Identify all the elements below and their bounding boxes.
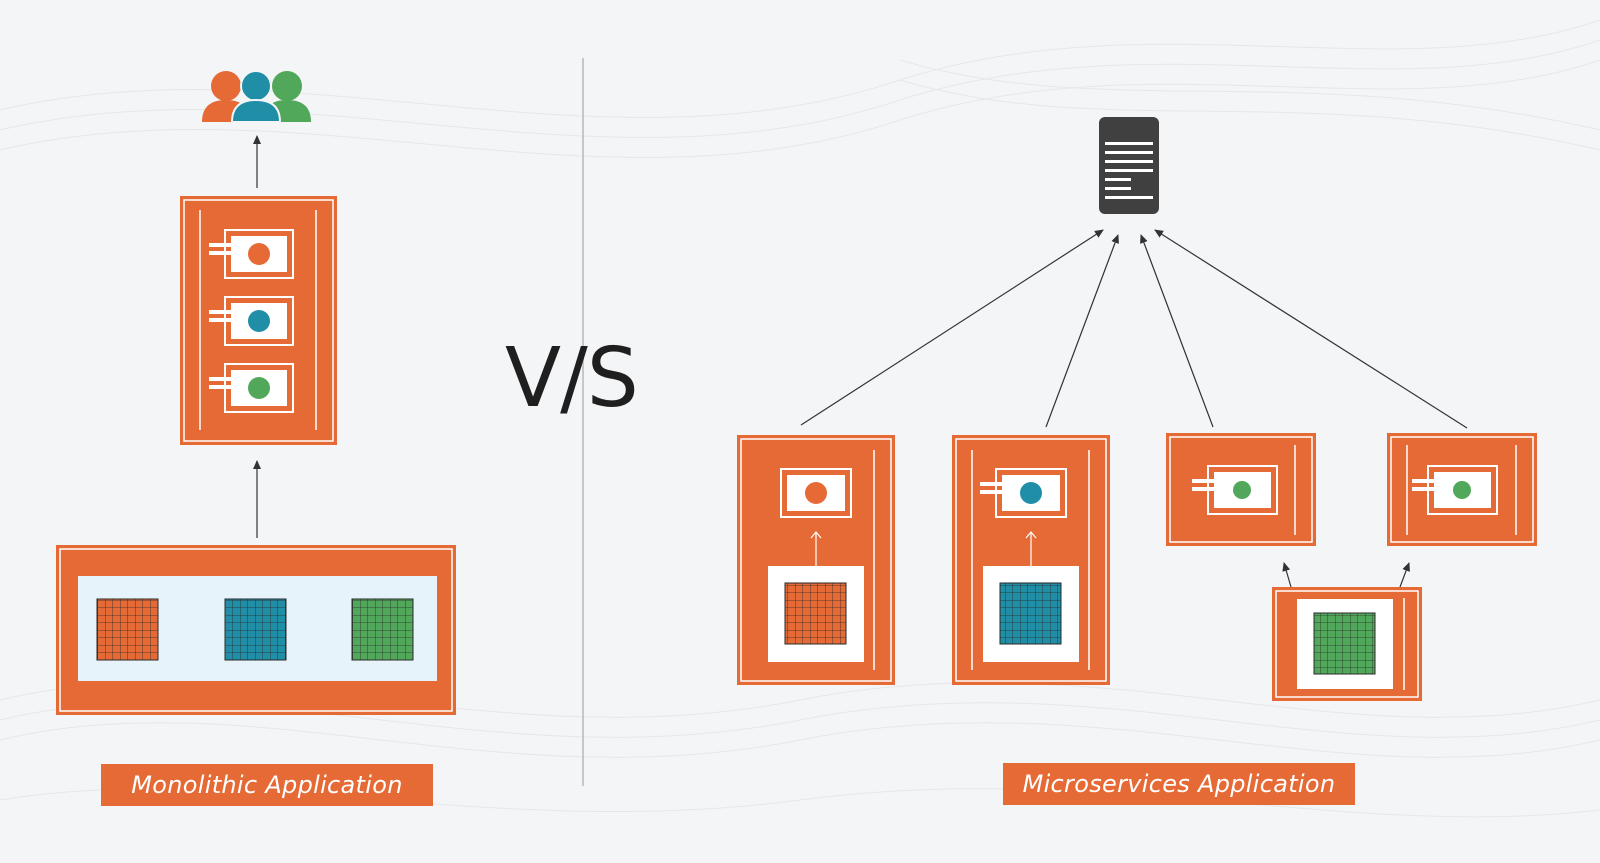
microservice-green-b [1387,433,1537,546]
service-connections [800,229,1468,429]
database-grid-teal [224,598,287,661]
arrow-icon [1399,562,1410,588]
database-grid-orange [96,598,159,661]
vs-text: V/S [505,331,639,426]
server-icon [1099,117,1159,214]
arrow-icon [1140,234,1214,428]
shared-database-green [1272,587,1422,701]
arrow-icon [1282,562,1292,588]
users-icon [202,70,311,123]
microservices-label-bg [1003,763,1355,805]
arrow-icon [1154,229,1468,429]
monolith-component-green [209,363,294,413]
monolith-component-teal [209,296,294,346]
arrow-icon [800,229,1104,426]
microservice-teal [952,435,1110,685]
monolithic-label: Monolithic Application [131,771,403,799]
monolith-component-orange [209,229,294,279]
arrow-icon [1045,234,1119,428]
monolithic-label-bg [101,764,433,806]
microservice-green-a [1166,433,1316,546]
microservices-label: Microservices Application [1022,770,1336,798]
microservice-orange [737,435,895,685]
database-grid-green [351,598,414,661]
